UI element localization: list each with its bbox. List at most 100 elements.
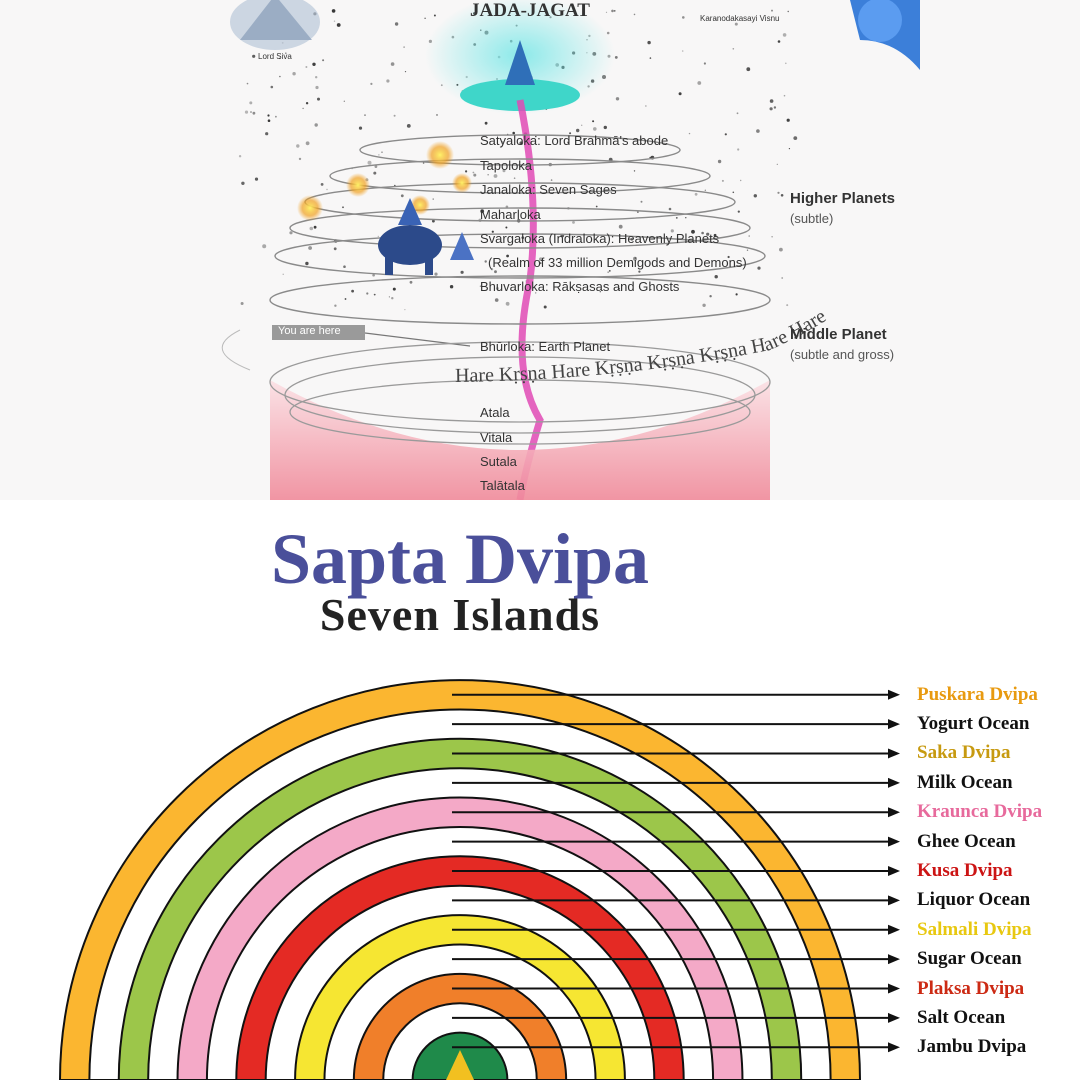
star-dot bbox=[513, 177, 516, 179]
star-dot bbox=[275, 115, 277, 118]
loka-label-maharloka: Maharloka bbox=[480, 207, 541, 222]
loka-label-tapoloka: Tapoloka bbox=[480, 158, 533, 173]
star-dot bbox=[394, 22, 399, 26]
ring-label-salt-ocean: Salt Ocean bbox=[917, 1006, 1006, 1028]
loka-label-janaloka: Janaloka: Seven Sages bbox=[480, 182, 617, 197]
star-dot bbox=[703, 62, 707, 65]
star-dot bbox=[787, 10, 789, 13]
star-dot bbox=[472, 171, 475, 174]
sun-icon bbox=[452, 173, 472, 193]
arrow-head-icon bbox=[888, 748, 900, 759]
star-dot bbox=[487, 174, 489, 176]
star-dot bbox=[298, 157, 302, 161]
star-dot bbox=[746, 249, 749, 251]
star-dot bbox=[505, 301, 510, 306]
star-dot bbox=[567, 141, 569, 143]
star-dot bbox=[786, 118, 790, 122]
star-dot bbox=[638, 270, 641, 273]
concentric-rings-diagram bbox=[58, 679, 900, 1080]
star-dot bbox=[493, 174, 498, 178]
star-dot bbox=[697, 81, 702, 85]
cosmology-illustration: Hare Kṛṣṇa Hare Kṛṣṇa Kṛṣṇa Kṛṣṇa Hare H… bbox=[221, 0, 920, 500]
star-dot bbox=[793, 136, 798, 141]
star-dot bbox=[649, 57, 652, 59]
star-dot bbox=[333, 20, 336, 22]
star-dot bbox=[343, 265, 346, 269]
loka-label-vitala: Vitala bbox=[480, 430, 513, 445]
star-dot bbox=[366, 292, 369, 295]
star-dot bbox=[595, 205, 598, 208]
star-dot bbox=[315, 85, 319, 90]
diagram-subtitle: Seven Islands bbox=[319, 589, 601, 640]
star-dot bbox=[519, 141, 523, 145]
star-dot bbox=[342, 206, 344, 209]
jada-jagat-heading: JADA-JAGAT bbox=[470, 0, 590, 21]
star-dot bbox=[386, 79, 390, 83]
star-dot bbox=[694, 192, 698, 196]
star-dot bbox=[309, 226, 314, 231]
star-dot bbox=[381, 151, 383, 153]
star-dot bbox=[782, 33, 787, 37]
mount-meru-icon bbox=[446, 1050, 474, 1080]
star-dot bbox=[633, 13, 636, 16]
star-dot bbox=[378, 154, 380, 156]
star-dot bbox=[491, 230, 494, 233]
star-dot bbox=[702, 303, 706, 307]
visnu-figure bbox=[850, 0, 920, 70]
star-dot bbox=[465, 170, 468, 173]
star-dot bbox=[735, 293, 738, 296]
star-dot bbox=[373, 293, 376, 296]
star-dot bbox=[433, 14, 436, 17]
star-dot bbox=[715, 18, 717, 20]
star-dot bbox=[613, 10, 616, 12]
star-dot bbox=[593, 127, 597, 131]
star-dot bbox=[424, 17, 426, 19]
lower-planet-rings bbox=[269, 341, 771, 445]
star-dot bbox=[773, 106, 777, 109]
star-dot bbox=[539, 257, 543, 262]
star-dot bbox=[436, 114, 438, 116]
star-dot bbox=[780, 194, 784, 197]
loka-label-sutala: Sutala bbox=[480, 454, 517, 469]
star-dot bbox=[512, 131, 515, 135]
star-dot bbox=[302, 107, 304, 110]
star-dot bbox=[373, 171, 377, 175]
star-dot bbox=[434, 272, 438, 276]
star-dot bbox=[267, 119, 271, 122]
star-dot bbox=[390, 62, 395, 66]
star-dot bbox=[244, 110, 249, 114]
you-are-here-label: You are here bbox=[278, 325, 341, 337]
star-dot bbox=[688, 132, 691, 135]
star-dot bbox=[732, 191, 735, 194]
star-dot bbox=[603, 125, 607, 130]
star-dot bbox=[717, 159, 722, 164]
star-dot bbox=[581, 124, 583, 127]
star-dot bbox=[238, 155, 242, 158]
star-dot bbox=[241, 181, 245, 185]
star-dot bbox=[422, 162, 425, 164]
star-dot bbox=[484, 121, 488, 125]
star-dot bbox=[618, 224, 623, 229]
star-dot bbox=[249, 101, 253, 105]
star-dot bbox=[314, 123, 318, 127]
star-dot bbox=[757, 266, 761, 270]
star-dot bbox=[480, 209, 485, 214]
arrow-head-icon bbox=[888, 807, 900, 818]
star-dot bbox=[404, 309, 406, 311]
star-dot bbox=[569, 132, 572, 135]
star-dot bbox=[505, 226, 508, 229]
star-dot bbox=[333, 247, 337, 251]
star-dot bbox=[252, 111, 256, 115]
star-dot bbox=[615, 97, 620, 101]
arrow-head-icon bbox=[888, 866, 900, 876]
ring-label-kusa-dvipa: Kusa Dvipa bbox=[917, 860, 1013, 881]
sun-icon bbox=[426, 141, 454, 169]
star-dot bbox=[432, 198, 434, 200]
arrow-head-icon bbox=[888, 924, 900, 935]
star-dot bbox=[289, 231, 293, 235]
star-dot bbox=[479, 285, 482, 288]
star-dot bbox=[292, 72, 296, 76]
star-dot bbox=[732, 48, 735, 50]
ring-label-puskara-dvipa: Puskara Dvipa bbox=[917, 683, 1038, 705]
